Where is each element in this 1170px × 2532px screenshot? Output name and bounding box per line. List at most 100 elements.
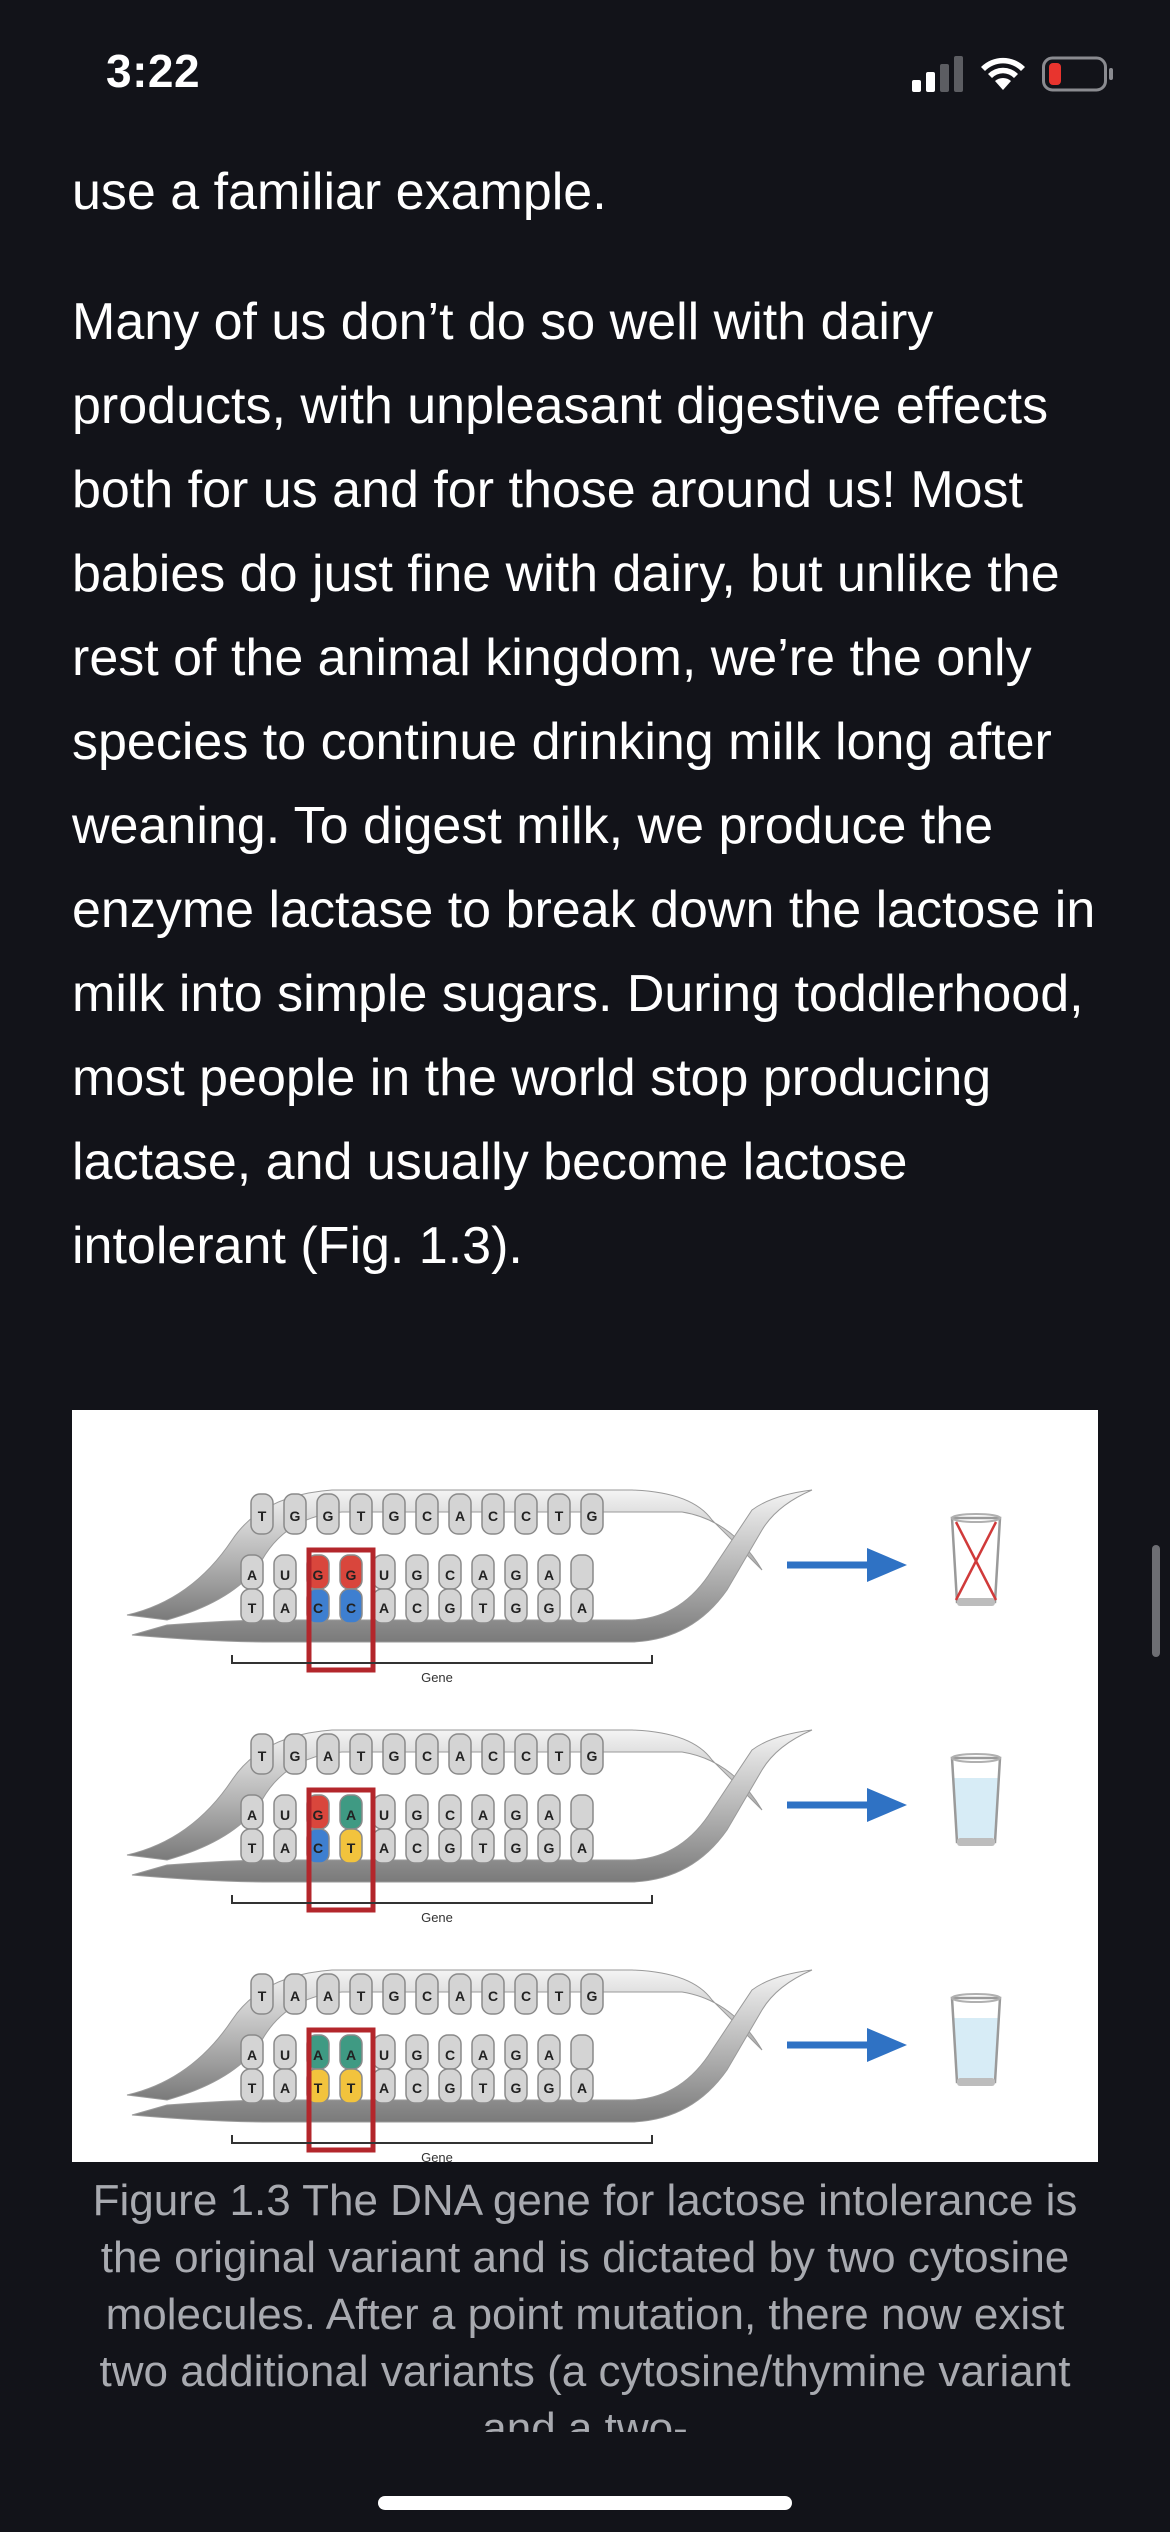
base-letter-top: G [587, 1508, 598, 1524]
cross-line [954, 1521, 998, 1601]
base-pin-bottom-lower [504, 1828, 528, 1864]
base-pin-bottom-lower [240, 1828, 264, 1864]
base-letter-bottom-upper: A [478, 1807, 488, 1823]
base-pin-bottom-lower [438, 2068, 462, 2104]
base-letter-bottom-upper: A [247, 2047, 257, 2063]
base-letter-top: T [258, 1508, 267, 1524]
base-letter-bottom-lower: G [445, 1840, 456, 1856]
base-pin-bottom-lower [339, 2068, 363, 2104]
base-pin-top [250, 1973, 274, 2015]
base-pin-bottom-upper [570, 2034, 594, 2070]
base-letter-bottom-lower: T [347, 2080, 356, 2096]
base-pin-top [250, 1493, 274, 1535]
base-pin-bottom-lower [471, 1588, 495, 1624]
base-letter-bottom-upper: G [412, 2047, 423, 2063]
base-letter-bottom-lower: C [412, 2080, 422, 2096]
wifi-icon [981, 57, 1025, 90]
base-letter-bottom-upper: U [379, 1807, 389, 1823]
base-letter-bottom-lower: C [412, 1600, 422, 1616]
base-letter-top: C [422, 1508, 432, 1524]
base-pin-top [316, 1973, 340, 2015]
base-pin-top [316, 1493, 340, 1535]
base-pin-top [283, 1733, 307, 1775]
base-pin-top [580, 1493, 604, 1535]
gene-label: Gene [421, 1910, 453, 1925]
base-pin-top [448, 1733, 472, 1775]
base-letter-bottom-upper: A [544, 1567, 554, 1583]
base-letter-top: G [587, 1748, 598, 1764]
base-letter-top: G [389, 1988, 400, 2004]
base-letter-bottom-upper: U [379, 1567, 389, 1583]
base-pin-top [349, 1493, 373, 1535]
base-letter-top: C [521, 1748, 531, 1764]
base-letter-bottom-upper: C [445, 1567, 455, 1583]
base-letter-top: T [357, 1748, 366, 1764]
base-pin-top [250, 1733, 274, 1775]
base-pin-top [382, 1493, 406, 1535]
home-indicator[interactable] [378, 2496, 792, 2510]
base-letter-bottom-lower: C [313, 1840, 323, 1856]
base-pin-top [547, 1973, 571, 2015]
base-letter-bottom-lower: C [346, 1600, 356, 1616]
base-pin-bottom-lower [339, 1828, 363, 1864]
base-pin-top [547, 1733, 571, 1775]
gene-bracket [231, 1895, 653, 1904]
base-pin-top [415, 1733, 439, 1775]
base-letter-bottom-upper: G [346, 1567, 357, 1583]
base-letter-bottom-lower: C [313, 1600, 323, 1616]
base-pin-top [580, 1973, 604, 2015]
base-letter-top: C [488, 1748, 498, 1764]
base-letter-bottom-upper: C [445, 2047, 455, 2063]
base-pin-bottom-lower [405, 2068, 429, 2104]
base-pin-bottom-lower [405, 1588, 429, 1624]
base-pin-bottom-lower [438, 1588, 462, 1624]
base-pin-top [283, 1973, 307, 2015]
base-letter-bottom-lower: G [544, 1600, 555, 1616]
base-letter-top: A [455, 1988, 465, 2004]
base-letter-bottom-upper: U [280, 2047, 290, 2063]
base-letter-top: G [323, 1508, 334, 1524]
base-letter-top: C [422, 1748, 432, 1764]
base-pin-top [382, 1973, 406, 2015]
base-letter-bottom-upper: A [478, 1567, 488, 1583]
base-letter-top: A [290, 1988, 300, 2004]
base-letter-bottom-lower: A [577, 1600, 587, 1616]
base-letter-bottom-lower: T [248, 1600, 257, 1616]
base-letter-bottom-upper: C [445, 1807, 455, 1823]
mutation-highlight-box [306, 1787, 376, 1913]
base-pin-bottom-lower [504, 1588, 528, 1624]
base-pin-bottom-upper [570, 1554, 594, 1590]
base-letter-top: G [290, 1748, 301, 1764]
gene-bracket [231, 2135, 653, 2144]
base-pin-bottom-lower [339, 1588, 363, 1624]
base-letter-bottom-lower: G [511, 1840, 522, 1856]
base-letter-bottom-lower: G [511, 2080, 522, 2096]
base-letter-bottom-lower: G [544, 2080, 555, 2096]
base-letter-top: C [488, 1508, 498, 1524]
paragraph-main: Many of us don’t do so well with dairy p… [72, 293, 1096, 1275]
base-letter-top: T [258, 1748, 267, 1764]
base-pin-bottom-lower [273, 1588, 297, 1624]
base-letter-top: A [455, 1748, 465, 1764]
base-pin-bottom-lower [240, 2068, 264, 2104]
mutation-highlight-box [306, 1547, 376, 1673]
arrow-head [867, 1788, 907, 1822]
base-letter-bottom-lower: A [280, 1840, 290, 1856]
base-letter-bottom-upper: A [247, 1567, 257, 1583]
base-letter-bottom-upper: A [346, 2047, 356, 2063]
base-pin-bottom-lower [273, 1828, 297, 1864]
scrollbar[interactable] [1152, 1545, 1160, 1657]
base-pin-bottom-lower [570, 2068, 594, 2104]
base-letter-bottom-upper: G [511, 2047, 522, 2063]
base-letter-top: T [555, 1508, 564, 1524]
base-letter-top: A [323, 1748, 333, 1764]
base-pin-top [382, 1733, 406, 1775]
base-pin-top [448, 1493, 472, 1535]
base-pin-bottom-upper [570, 1794, 594, 1830]
base-pin-bottom-lower [438, 1828, 462, 1864]
base-letter-bottom-upper: G [313, 1807, 324, 1823]
